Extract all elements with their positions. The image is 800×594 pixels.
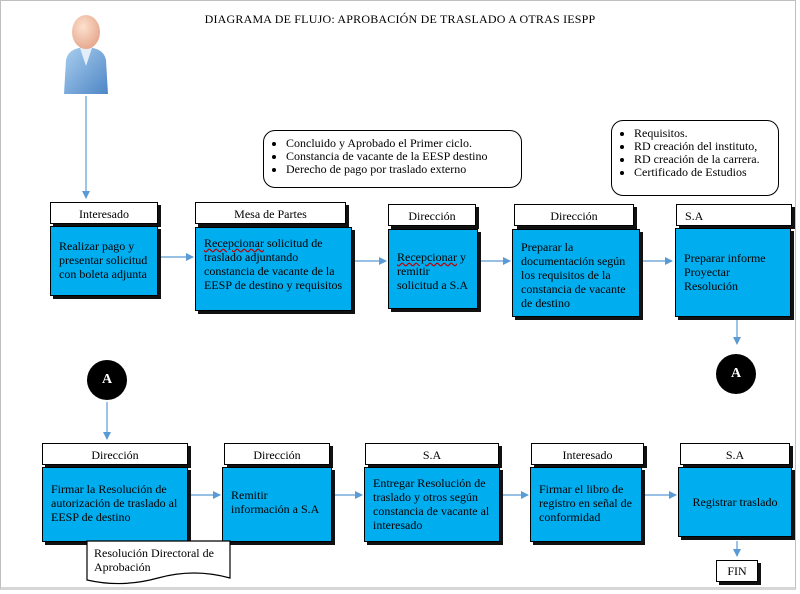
note-item: Derecho de pago por traslado externo xyxy=(286,163,511,176)
task-text: Remitir información a S.A xyxy=(231,488,320,516)
end-terminal: FIN xyxy=(716,560,758,582)
task-text: Firmar el libro de registro en señal de … xyxy=(539,482,632,524)
lane-header-direccion-2: Dirección xyxy=(514,204,634,226)
task-text-underlined: Recepcionar xyxy=(397,250,457,264)
lane-header-direccion-4: Dirección xyxy=(224,443,330,465)
note-item: RD creación del instituto, xyxy=(634,140,768,153)
lane-header-sa-2: S.A xyxy=(365,443,499,465)
task-firmar-libro: Firmar el libro de registro en señal de … xyxy=(530,467,642,542)
lane-header-interesado: Interesado xyxy=(50,202,158,224)
task-text-underlined: Recepcionar xyxy=(204,236,264,250)
task-remitir-informacion: Remitir información a S.A xyxy=(222,467,332,542)
task-recepcionar-solicitud: Recepcionar solicitud de traslado adjunt… xyxy=(195,227,352,311)
task-preparar-informe: Preparar informe Proyectar Resolución xyxy=(675,228,791,317)
lane-header-sa-1: S.A xyxy=(676,204,792,226)
task-text: Registrar traslado xyxy=(692,495,778,509)
note-requirements-right: Requisitos. RD creación del instituto, R… xyxy=(611,120,779,196)
task-firmar-resolucion: Firmar la Resolución de autorización de … xyxy=(42,467,188,542)
task-text: Entregar Resolución de traslado y otros … xyxy=(373,476,490,532)
lane-header-sa-3: S.A xyxy=(680,443,790,465)
note-requirements-center: Concluido y Aprobado el Primer ciclo. Co… xyxy=(263,130,522,188)
task-text: Preparar informe Proyectar Resolución xyxy=(684,251,766,293)
task-preparar-documentacion: Preparar la documentación según los requ… xyxy=(512,229,640,317)
note-item: RD creación de la carrera. xyxy=(634,153,768,166)
lane-header-mesa-de-partes: Mesa de Partes xyxy=(195,202,346,224)
task-text: Realizar pago y presentar solicitud con … xyxy=(59,239,148,281)
note-item: Constancia de vacante de la EESP destino xyxy=(286,150,511,163)
task-text: Firmar la Resolución de autorización de … xyxy=(51,482,178,524)
task-entregar-resolucion: Entregar Resolución de traslado y otros … xyxy=(364,467,500,542)
page-title: DIAGRAMA DE FLUJO: APROBACIÓN DE TRASLAD… xyxy=(204,12,596,26)
task-text: solicitud de traslado adjuntando constan… xyxy=(204,236,343,292)
task-registrar-traslado: Registrar traslado xyxy=(678,467,792,537)
lane-header-direccion-1: Dirección xyxy=(388,204,476,226)
task-realizar-pago: Realizar pago y presentar solicitud con … xyxy=(50,226,158,296)
task-recepcionar-remitir: Recepcionar y remitir solicitud a S.A xyxy=(388,229,478,309)
document-label: Resolución Directoral de Aprobación xyxy=(94,546,214,574)
note-item: Requisitos. xyxy=(634,127,768,140)
task-text: y remitir solicitud a S.A xyxy=(397,250,468,292)
document-shape xyxy=(86,540,231,585)
note-item: Certificado de Estudios xyxy=(634,166,768,179)
lane-header-interesado-2: Interesado xyxy=(531,443,644,465)
note-item: Concluido y Aprobado el Primer ciclo. xyxy=(286,137,511,150)
lane-header-direccion-3: Dirección xyxy=(42,443,188,465)
task-text: Preparar la documentación según los requ… xyxy=(521,240,626,310)
connector-a-start: A xyxy=(87,360,127,400)
connector-a-end: A xyxy=(716,354,756,394)
user-avatar-icon xyxy=(64,15,108,94)
